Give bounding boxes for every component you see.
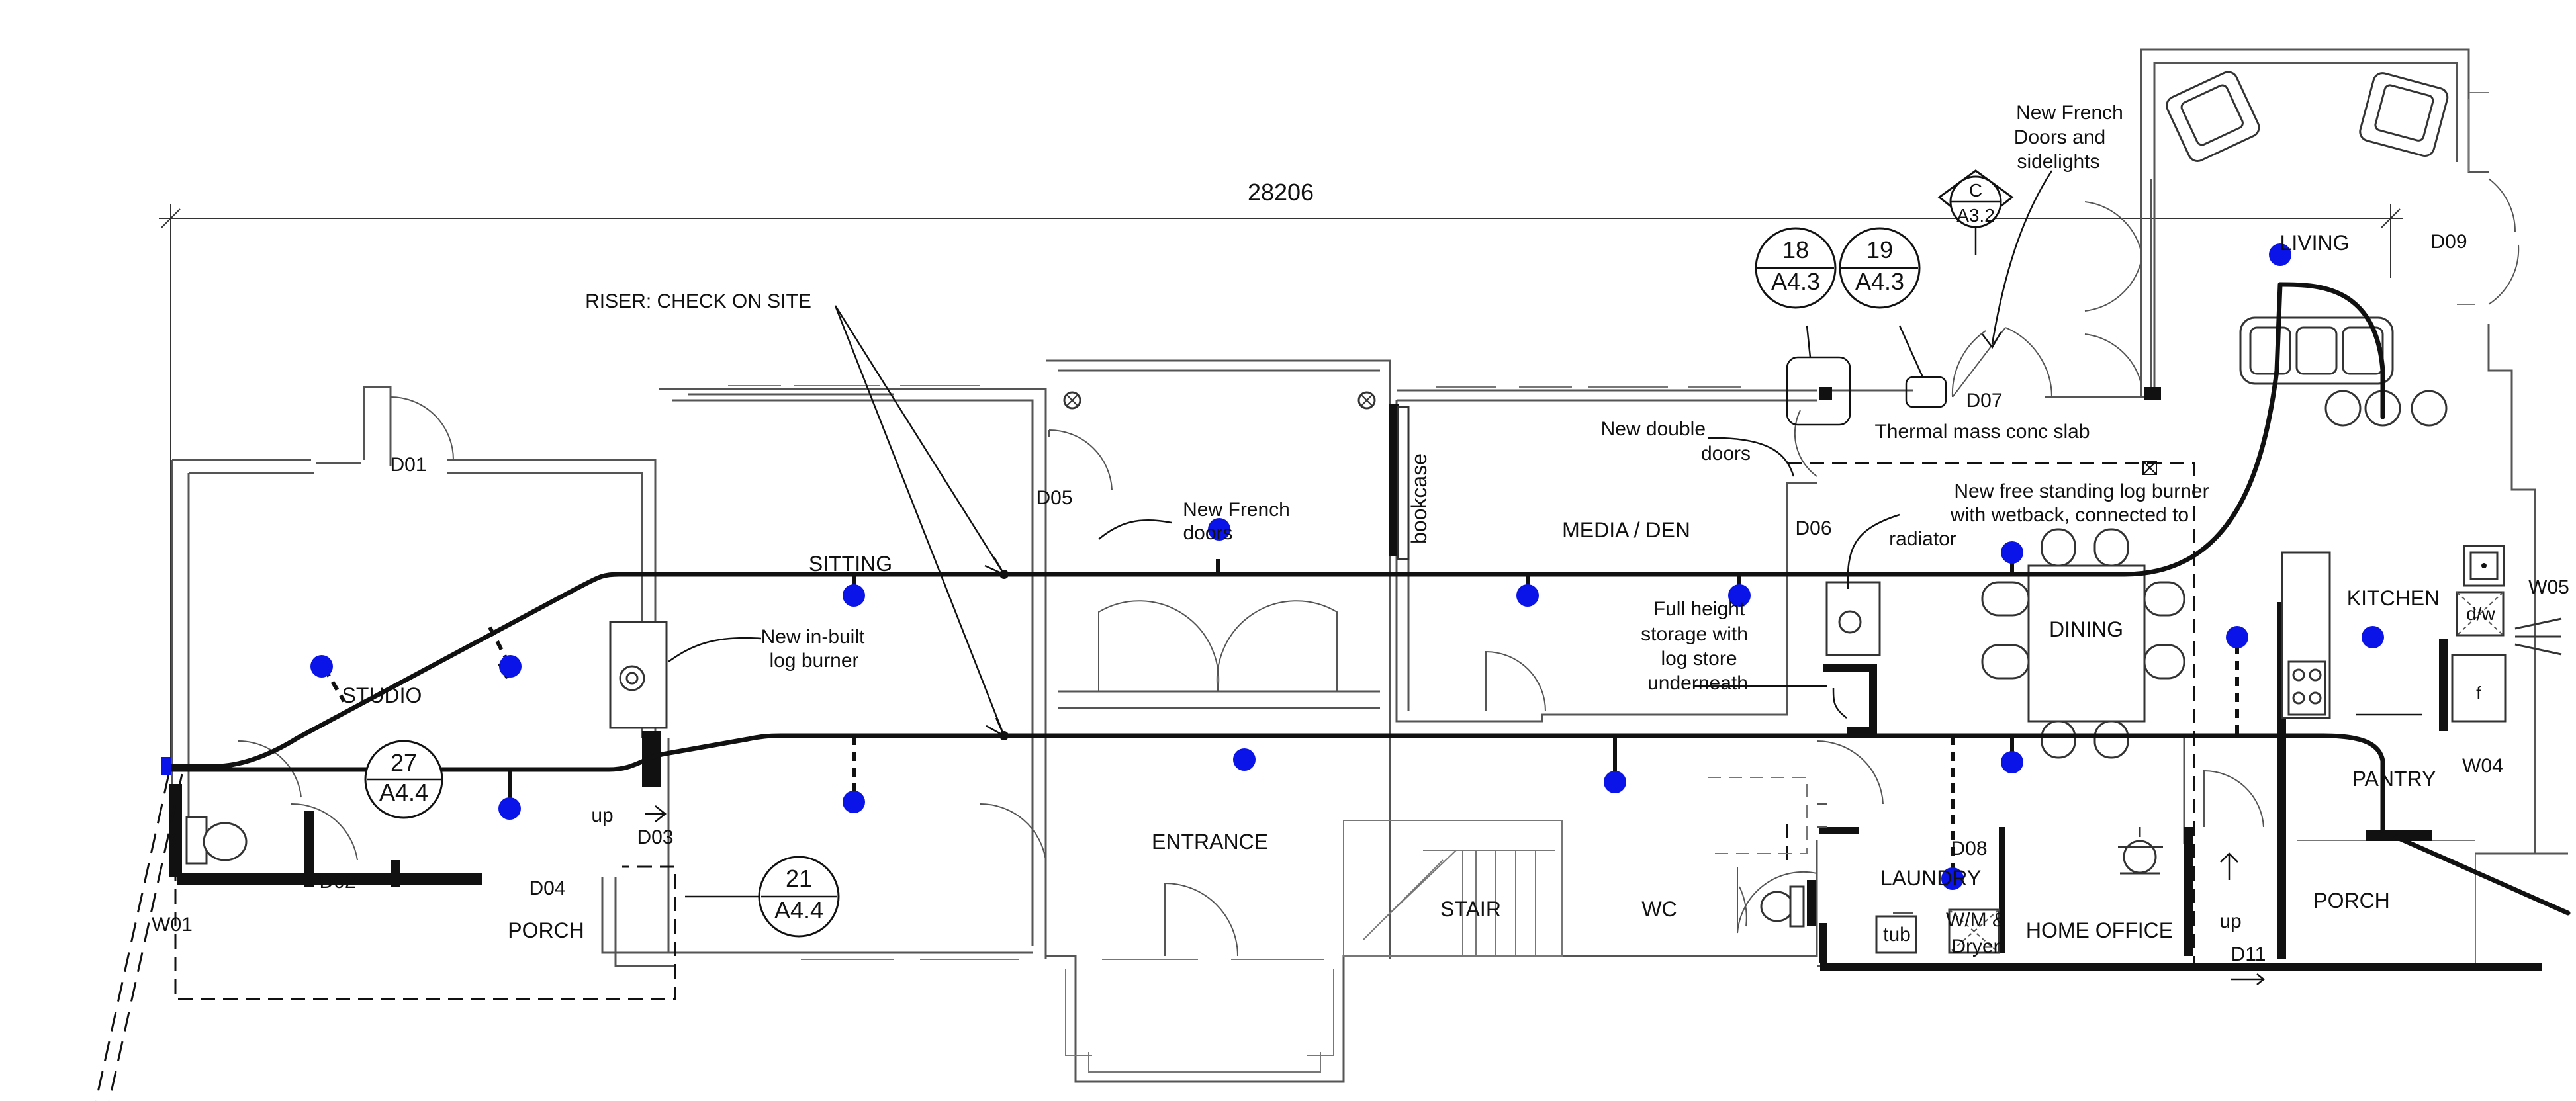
note-log-burner-1: New in-built (761, 626, 865, 648)
element-tags: D01 D02 D03 D04 D05 D06 D07 D08 D09 D11 … (152, 231, 2569, 965)
callout-bubble-19: 19 A4.3 (1839, 227, 1921, 309)
section-marker-sheet: A3.2 (1956, 205, 1995, 226)
note-storage-2: storage with (1641, 623, 1748, 645)
room-label-pantry: PANTRY (2352, 767, 2436, 791)
room-label-sitting: SITTING (809, 552, 892, 576)
tag-d09: D09 (2430, 231, 2467, 253)
note-french-doors-mid-1: New French (1183, 499, 1290, 521)
stair (1343, 820, 1563, 957)
overall-dimension: 28206 (159, 179, 2403, 768)
sensor-dot (2362, 626, 2384, 648)
sensor-dot (1208, 518, 1230, 541)
tag-w04: W04 (2462, 755, 2503, 777)
sensor-dot (2001, 751, 2023, 773)
dishwasher-label: d/w (2466, 603, 2495, 624)
note-freestanding-3: radiator (1889, 528, 1956, 550)
callout-18-sheet: A4.3 (1771, 268, 1820, 295)
callout-21-number: 21 (786, 865, 812, 892)
room-label-kitchen: KITCHEN (2347, 586, 2440, 610)
sensor-dot (1728, 584, 1751, 607)
note-storage-1: Full height (1653, 598, 1745, 620)
note-freestanding-1: New free standing log burner (1954, 480, 2209, 502)
sensor-dot (2269, 243, 2291, 266)
cable-runs (161, 282, 2571, 916)
dashed-outlines (95, 462, 2195, 1101)
room-labels: STUDIO SITTING ENTRANCE STAIR WC MEDIA /… (342, 231, 2440, 942)
room-label-dining: DINING (2049, 617, 2123, 641)
tub-label: tub (1883, 924, 1911, 946)
section-marker-letter: C (1969, 180, 1982, 200)
note-thermal-slab: Thermal mass conc slab (1874, 421, 2090, 443)
bookcase-unit (1397, 406, 1410, 560)
room-label-entrance: ENTRANCE (1152, 830, 1268, 854)
room-label-media-den: MEDIA / DEN (1562, 518, 1690, 542)
callout-27-sheet: A4.4 (379, 779, 428, 806)
sensor-dot (2001, 541, 2023, 564)
callout-18-number: 18 (1782, 236, 1809, 263)
sensor-dot (499, 655, 522, 678)
note-french-doors-top-1: New French (2016, 102, 2123, 124)
callout-21-sheet: A4.4 (774, 897, 823, 924)
callout-19-sheet: A4.3 (1855, 268, 1904, 295)
sensor-dot (1941, 867, 1964, 890)
room-label-stair: STAIR (1440, 897, 1501, 921)
dimension-28206: 28206 (1248, 179, 1314, 206)
sensor-dot (1233, 748, 1256, 771)
washer-label-line1: W/M & (1946, 909, 2005, 931)
callout-bubble-21: 21 A4.4 (758, 856, 840, 938)
callout-bubble-27: 27 A4.4 (364, 740, 443, 819)
tag-d05: D05 (1036, 487, 1072, 509)
tag-d04: D04 (529, 877, 565, 899)
tag-d07: D07 (1966, 390, 2002, 412)
tag-d01: D01 (390, 454, 426, 476)
door-swings (238, 178, 2520, 957)
annotation-notes: RISER: CHECK ON SITE New French doors Ne… (585, 102, 2209, 694)
room-label-porch-west: PORCH (508, 918, 584, 942)
tag-d11: D11 (2231, 944, 2266, 965)
tag-w05: W05 (2528, 576, 2569, 598)
note-freestanding-2: with wetback, connected to (1950, 504, 2189, 526)
note-french-doors-mid-2: doors (1183, 522, 1232, 544)
callout-19-number: 19 (1866, 236, 1893, 263)
fixture-labels: bookcase tub W/M & Dryer d/w f (1407, 453, 2496, 957)
sensor-dot (310, 655, 333, 678)
note-double-doors-1: New double (1601, 418, 1706, 440)
tag-d03: D03 (637, 826, 673, 848)
tag-up-east: up (2219, 910, 2241, 932)
note-storage-4: underneath (1647, 672, 1748, 694)
callout-27-number: 27 (391, 749, 417, 776)
bookcase-label: bookcase (1407, 453, 1431, 544)
sensor-dot (498, 797, 521, 820)
room-label-living: LIVING (2280, 231, 2350, 255)
section-marker-c: C A3.2 (1937, 169, 2014, 255)
tag-w01: W01 (152, 914, 193, 936)
sensor-dot (1604, 771, 1626, 793)
note-french-doors-top-2: Doors and (2014, 126, 2105, 148)
leaders (645, 170, 2422, 985)
washer-label-line2: Dryer (1951, 936, 2000, 957)
note-log-burner-2: log burner (769, 650, 858, 672)
note-french-doors-top-3: sidelights (2017, 151, 2099, 173)
room-label-porch-east: PORCH (2313, 889, 2390, 912)
sensor-dot (1516, 584, 1539, 607)
note-storage-3: log store (1661, 648, 1737, 670)
note-riser: RISER: CHECK ON SITE (585, 290, 811, 312)
sensor-dot (843, 791, 865, 813)
note-double-doors-2: doors (1701, 443, 1751, 464)
room-label-studio: STUDIO (342, 683, 422, 707)
tag-d06: D06 (1795, 517, 1831, 539)
sensor-dot (2226, 626, 2248, 648)
sensor-dot (843, 584, 865, 607)
tag-d02: D02 (319, 871, 355, 893)
room-label-wc: WC (1641, 897, 1677, 921)
room-label-home-office: HOME OFFICE (2026, 918, 2173, 942)
tag-d08: D08 (1951, 838, 1987, 859)
callout-bubble-18: 18 A4.3 (1755, 227, 1837, 309)
room-label-laundry: LAUNDRY (1880, 866, 1981, 890)
tag-up-west: up (591, 805, 613, 826)
fridge-label: f (2476, 683, 2481, 703)
sensor-markers (310, 243, 2384, 890)
dining-table (2027, 564, 2146, 723)
